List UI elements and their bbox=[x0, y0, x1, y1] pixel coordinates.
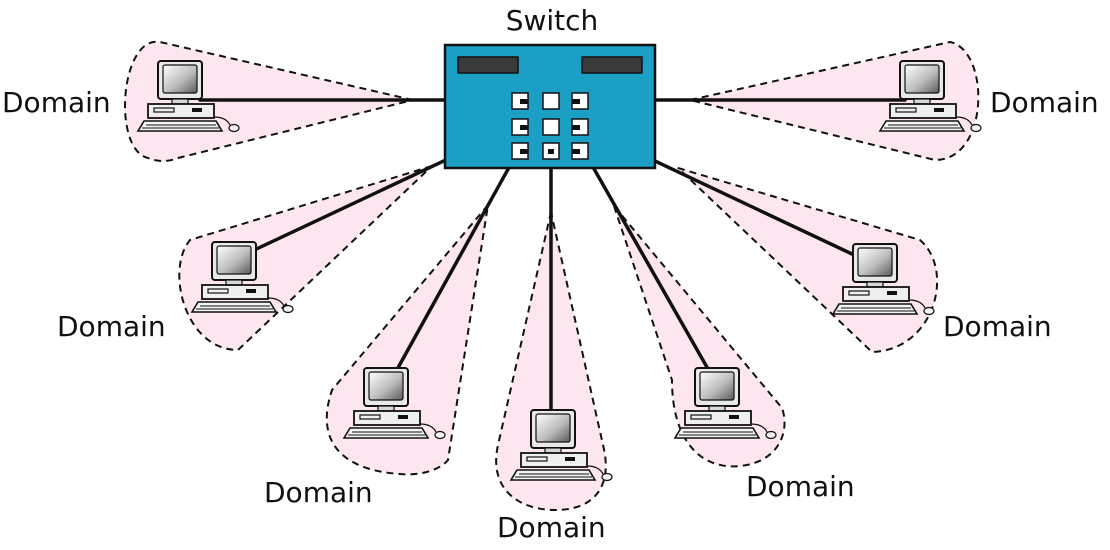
domain-label: Domain bbox=[497, 511, 606, 544]
switch-display-left bbox=[457, 56, 519, 74]
domain-label: Domain bbox=[943, 310, 1052, 343]
switch: Switch bbox=[443, 4, 657, 170]
domain-region-left-low bbox=[325, 201, 490, 476]
link-left-low bbox=[392, 151, 519, 377]
domain-label: Domain bbox=[746, 470, 855, 503]
domain-labels: Domain Domain Domain Domain Domain Domai… bbox=[2, 86, 1099, 544]
domain-label: Domain bbox=[990, 86, 1099, 119]
domain-label: Domain bbox=[2, 86, 111, 119]
switch-port bbox=[542, 118, 560, 136]
domain-label: Domain bbox=[57, 310, 166, 343]
domain-label: Domain bbox=[264, 476, 373, 509]
switch-display-right bbox=[581, 56, 643, 74]
switch-port bbox=[542, 92, 560, 110]
switch-label: Switch bbox=[506, 4, 599, 37]
link-right-low bbox=[583, 151, 714, 378]
domain-region-right-low bbox=[613, 205, 786, 468]
domain-region-right-mid bbox=[677, 167, 939, 354]
